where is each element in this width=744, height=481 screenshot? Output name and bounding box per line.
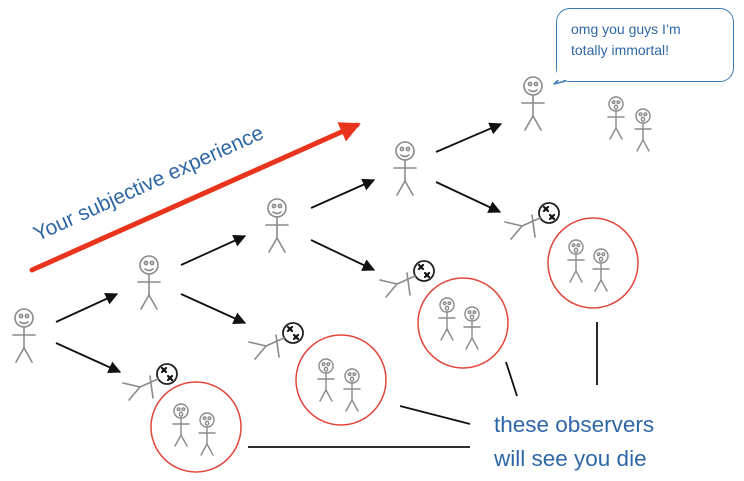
observer-figure [198,412,216,456]
observer-figure [592,248,610,292]
observers-caption: these observers will see you die [494,408,654,476]
observer-figure [438,297,456,341]
you-figure [393,141,417,196]
you-figure [12,308,36,363]
dead-figure [378,259,436,299]
branch-arrows [55,122,503,374]
observer-figure [317,358,335,402]
dead-figure [247,321,305,361]
observer-circles [150,217,639,473]
you-figure [137,255,161,310]
observer-figure [463,306,481,350]
caption-line: will see you die [494,446,647,471]
observer-figure [172,403,190,447]
observer-figure [567,239,585,283]
observer-figure [607,96,625,140]
you-figure [265,198,289,253]
dead-figure [503,201,561,241]
speech-bubble-tail-joint [557,66,577,80]
observer-figure [634,108,652,152]
immortal-you-figure [521,76,545,131]
caption-line: these observers [494,412,655,437]
speech-bubble: omg you guys I’m totally immortal! [556,8,734,82]
caption-pointer-lines [248,322,598,448]
observer-figure [343,368,361,412]
dead-figure [121,362,179,402]
speech-bubble-line: omg you guys I’m [571,21,681,37]
speech-bubble-line: totally immortal! [571,42,670,58]
subjective-experience-arrow [29,122,361,273]
